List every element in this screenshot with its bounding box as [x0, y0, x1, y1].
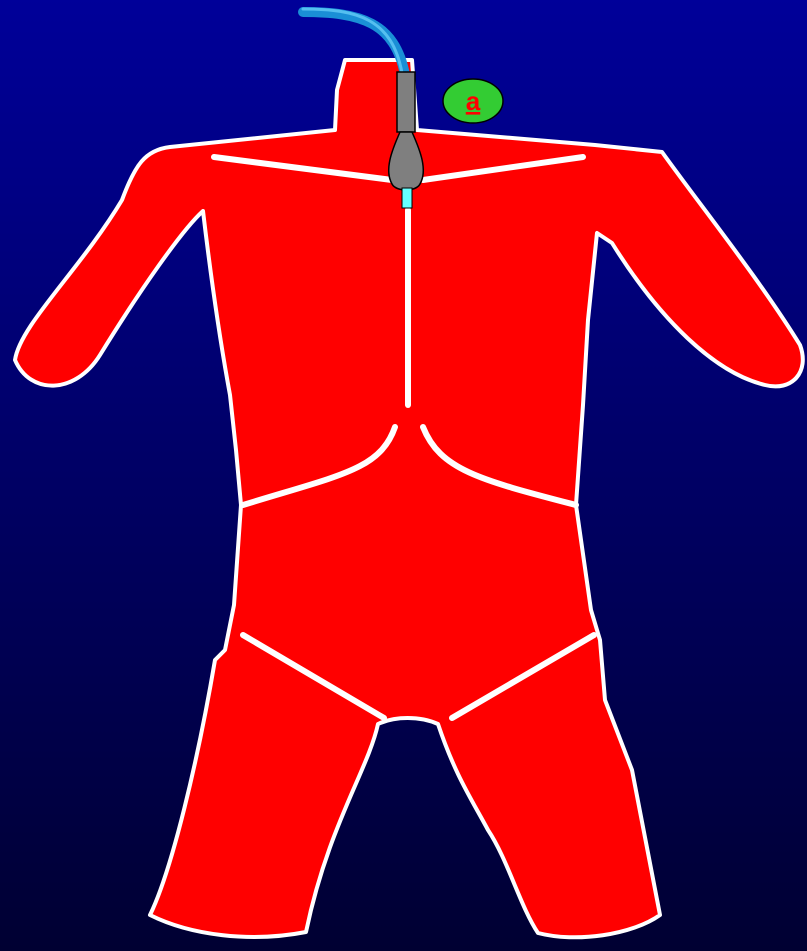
tube-connector	[397, 72, 415, 132]
marker-badge: a	[443, 79, 503, 123]
tube-tip	[402, 188, 412, 208]
marker-badge-label: a	[466, 86, 481, 116]
